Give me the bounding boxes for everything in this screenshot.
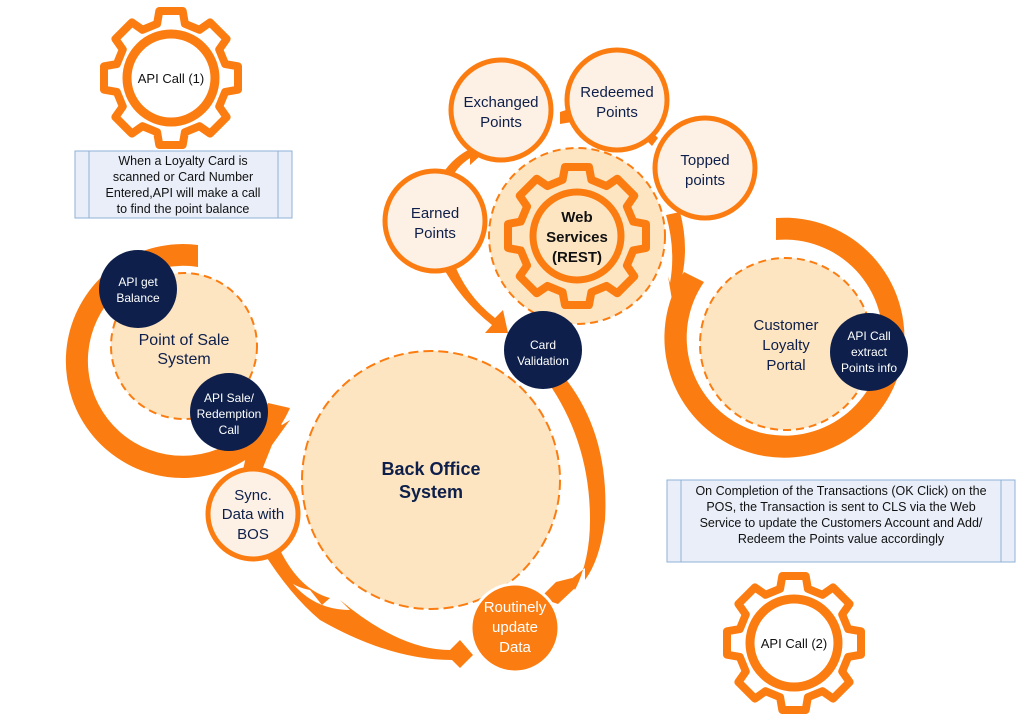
gear-inner-ring: [529, 188, 625, 284]
topped-points-label: points: [685, 172, 725, 189]
api-call-2-label: API Call (2): [761, 636, 827, 651]
routinely-update-circle: [469, 582, 561, 674]
web-services-label: (REST): [552, 249, 602, 266]
pos-to-sync-arrow: [243, 415, 290, 470]
web-services-circle: [488, 147, 666, 325]
api-get-balance-circle: [99, 250, 177, 328]
card-to-routinely-arc: [545, 372, 606, 590]
note-box: [666, 479, 1016, 563]
card-validation-circle: [504, 311, 582, 389]
sync-to-routinely-arc: [262, 550, 473, 668]
portal-label: Loyalty: [762, 337, 810, 354]
api-get-balance-label: Balance: [116, 291, 160, 305]
topped-points-label: Topped: [680, 152, 729, 169]
gear-icon: [504, 163, 650, 309]
note-line: to find the point balance: [117, 202, 250, 216]
topped-points-circle: [652, 115, 758, 221]
topped-points: Topped points: [652, 115, 758, 221]
api-extract-points-circle: [830, 313, 908, 391]
api-extract-points-badge: API Call extract Points info: [830, 313, 908, 391]
transaction-note: On Completion of the Transactions (OK Cl…: [666, 479, 1016, 563]
card-validation-badge: Card Validation: [504, 311, 582, 389]
sync-data-label: Sync.: [234, 487, 272, 504]
card-validation-label: Card: [530, 338, 556, 352]
note-box: [74, 150, 293, 219]
api-get-balance-label: API get: [118, 275, 158, 289]
note-line: When a Loyalty Card is: [118, 154, 247, 168]
exchanged-points: Exchanged Points: [448, 57, 554, 163]
loyalty-card-note: When a Loyalty Card is scanned or Card N…: [74, 150, 293, 219]
note-line: Service to update the Customers Account …: [700, 516, 983, 530]
sync-data-circle: [205, 466, 301, 562]
api-call-1-label: API Call (1): [138, 71, 204, 86]
api-call-2-gear: API Call (2): [723, 572, 865, 714]
earned-points: Earned Points: [382, 168, 488, 274]
note-line: Redeem the Points value accordingly: [738, 532, 945, 546]
redeemed-points: Redeemed Points: [564, 47, 670, 153]
gear-inner-ring: [745, 594, 843, 692]
routinely-update-label: Routinely: [484, 599, 547, 616]
redeemed-points-label: Points: [596, 104, 638, 121]
portal-label: Portal: [766, 357, 805, 374]
api-extract-points-label: extract: [851, 345, 888, 359]
pos-system-label: Point of Sale: [139, 332, 230, 349]
exchanged-points-label: Exchanged: [463, 94, 538, 111]
sync-down-arrow: [260, 545, 330, 605]
api-call-1-gear: API Call (1): [100, 7, 242, 149]
api-sale-redemption-label: Call: [219, 423, 240, 437]
routinely-update-step: Routinely update Data: [469, 582, 561, 674]
web-services-label: Web: [561, 209, 592, 226]
card-validation-label: Validation: [517, 354, 569, 368]
sync-data-step: Sync. Data with BOS: [205, 466, 301, 562]
earned-to-card-arc: [440, 258, 508, 333]
gear-icon: [100, 7, 242, 149]
customer-loyalty-portal: Customer Loyalty Portal: [699, 257, 873, 431]
earned-points-label: Points: [414, 225, 456, 242]
api-extract-points-label: API Call: [847, 329, 890, 343]
api-get-balance-badge: API get Balance: [99, 250, 177, 328]
api-sale-redemption-label: Redemption: [197, 407, 262, 421]
api-sale-redemption-label: API Sale/: [204, 391, 255, 405]
note-line: POS, the Transaction is sent to CLS via …: [706, 500, 975, 514]
back-office-circle: [301, 350, 561, 610]
redeemed-points-circle: [564, 47, 670, 153]
sync-data-label: BOS: [237, 526, 269, 543]
earned-points-circle: [382, 168, 488, 274]
routinely-update-label: Data: [499, 639, 531, 656]
topped-down-arrow: [666, 212, 690, 300]
web-services: Web Services (REST): [488, 147, 666, 325]
api-sale-redemption-circle: [190, 373, 268, 451]
redeemed-points-label: Redeemed: [580, 84, 653, 101]
exchanged-points-label: Points: [480, 114, 522, 131]
back-office-label: Back Office: [381, 459, 480, 479]
note-line: On Completion of the Transactions (OK Cl…: [695, 484, 986, 498]
earned-points-label: Earned: [411, 205, 459, 222]
routinely-update-label: update: [492, 619, 538, 636]
web-services-label: Services: [546, 229, 608, 246]
note-line: Entered,API will make a call: [106, 186, 261, 200]
back-office-system: Back Office System: [301, 350, 561, 610]
portal-label: Customer: [753, 317, 818, 334]
gear-icon: [723, 572, 865, 714]
sync-data-label: Data with: [222, 506, 285, 523]
note-line: scanned or Card Number: [113, 170, 253, 184]
back-office-label: System: [399, 482, 463, 502]
api-sale-redemption-badge: API Sale/ Redemption Call: [190, 373, 268, 451]
pos-system-label: System: [157, 351, 210, 368]
api-extract-points-label: Points info: [841, 361, 897, 375]
gear-inner-ring: [122, 29, 220, 127]
exchanged-points-circle: [448, 57, 554, 163]
